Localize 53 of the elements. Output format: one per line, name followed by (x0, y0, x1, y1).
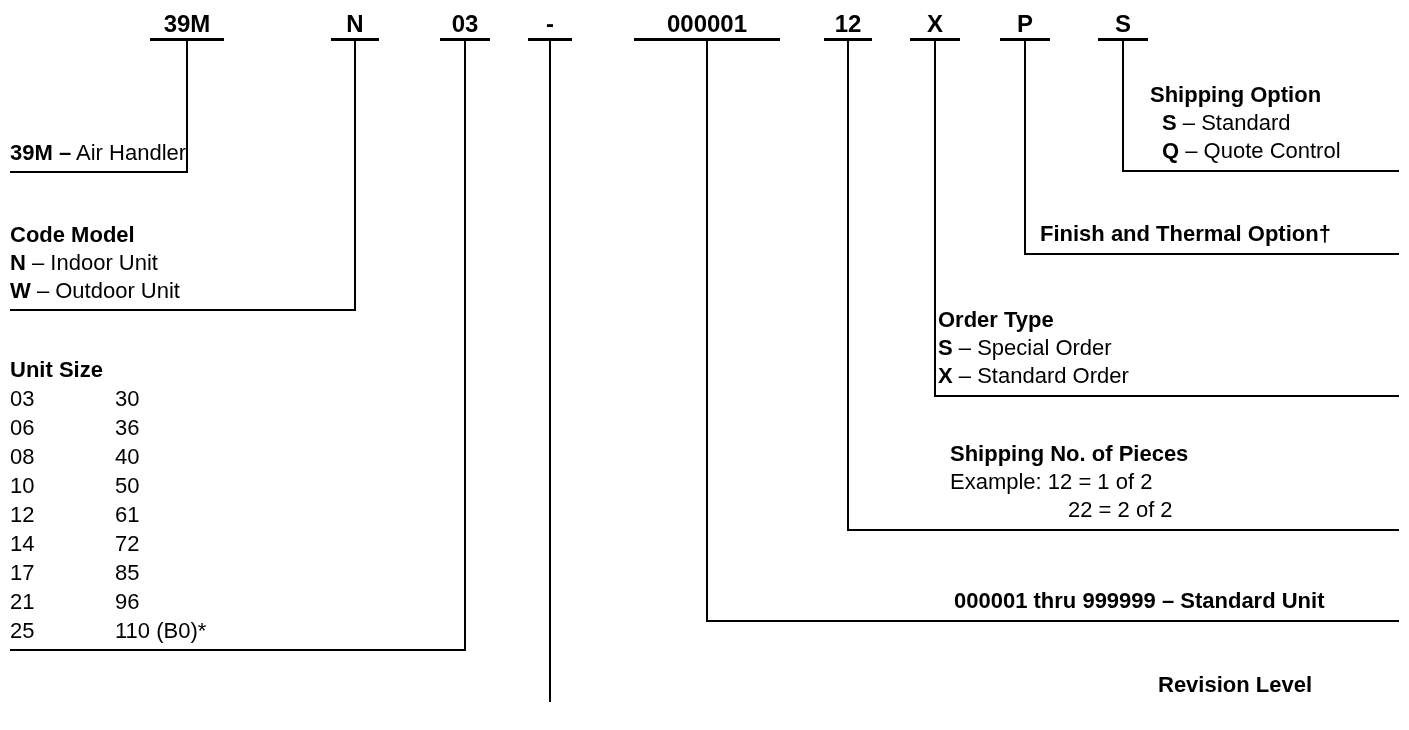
model-code-segment: 03 (440, 4, 490, 41)
option-text: N – Indoor Unit (10, 249, 159, 277)
model-code-segment: - (528, 4, 572, 41)
leader-line (9, 40, 356, 311)
option-text: S – Standard (1162, 109, 1292, 137)
leader-line (9, 40, 188, 173)
table-cell-text: 40 (115, 443, 141, 471)
table-cell-text: 36 (115, 414, 141, 442)
heading: Code Model (10, 221, 136, 249)
table-cell-text: 10 (10, 472, 36, 500)
option-text: Q – Quote Control (1162, 137, 1342, 165)
table-cell-text: 25 (10, 617, 36, 645)
table-cell-text: 08 (10, 443, 36, 471)
leader-line (847, 40, 951, 531)
table-cell-text: 96 (115, 588, 141, 616)
table-cell-text: 110 (B0)* (115, 617, 208, 645)
table-cell-text: 72 (115, 530, 141, 558)
model-code-segment: 12 (824, 4, 872, 41)
table-cell-text: 30 (115, 385, 141, 413)
table-cell-text: 12 (10, 501, 36, 529)
model-code-segment: 000001 (634, 4, 780, 41)
leader-line (9, 40, 466, 651)
option-text: 39M – Air Handler (10, 139, 188, 167)
leader-line (934, 40, 939, 397)
table-cell-text: 61 (115, 501, 141, 529)
table-cell-text: 85 (115, 559, 141, 587)
option-heading: Finish and Thermal Option† (1040, 220, 1332, 248)
option-text: Example: 12 = 1 of 2 (950, 468, 1154, 496)
note-text: Revision Level (1158, 672, 1313, 698)
model-code-segment: 39M (150, 4, 224, 41)
leader-line (1024, 40, 1031, 255)
model-code-segment: N (331, 4, 379, 41)
leader-line (1122, 40, 1151, 172)
heading: Order Type (938, 306, 1055, 334)
heading: Unit Size (10, 356, 104, 384)
model-code-segment: P (1000, 4, 1050, 41)
model-code-segment: X (910, 4, 960, 41)
option-text: X – Standard Order (938, 362, 1130, 390)
leader-line (549, 40, 551, 703)
option-heading: 000001 thru 999999 – Standard Unit (954, 587, 1326, 615)
heading: Shipping Option (1150, 81, 1323, 109)
table-cell-text: 17 (10, 559, 36, 587)
table-cell-text: 14 (10, 530, 36, 558)
table-cell-text: 50 (115, 472, 141, 500)
model-code-segment: S (1098, 4, 1148, 41)
leader-line (706, 40, 945, 622)
heading: Shipping No. of Pieces (950, 440, 1190, 468)
table-cell-text: 06 (10, 414, 36, 442)
table-cell-text: 03 (10, 385, 36, 413)
option-text: 22 = 2 of 2 (1068, 496, 1174, 524)
table-cell-text: 21 (10, 588, 36, 616)
option-text: W – Outdoor Unit (10, 277, 181, 305)
option-text: S – Special Order (938, 334, 1113, 362)
